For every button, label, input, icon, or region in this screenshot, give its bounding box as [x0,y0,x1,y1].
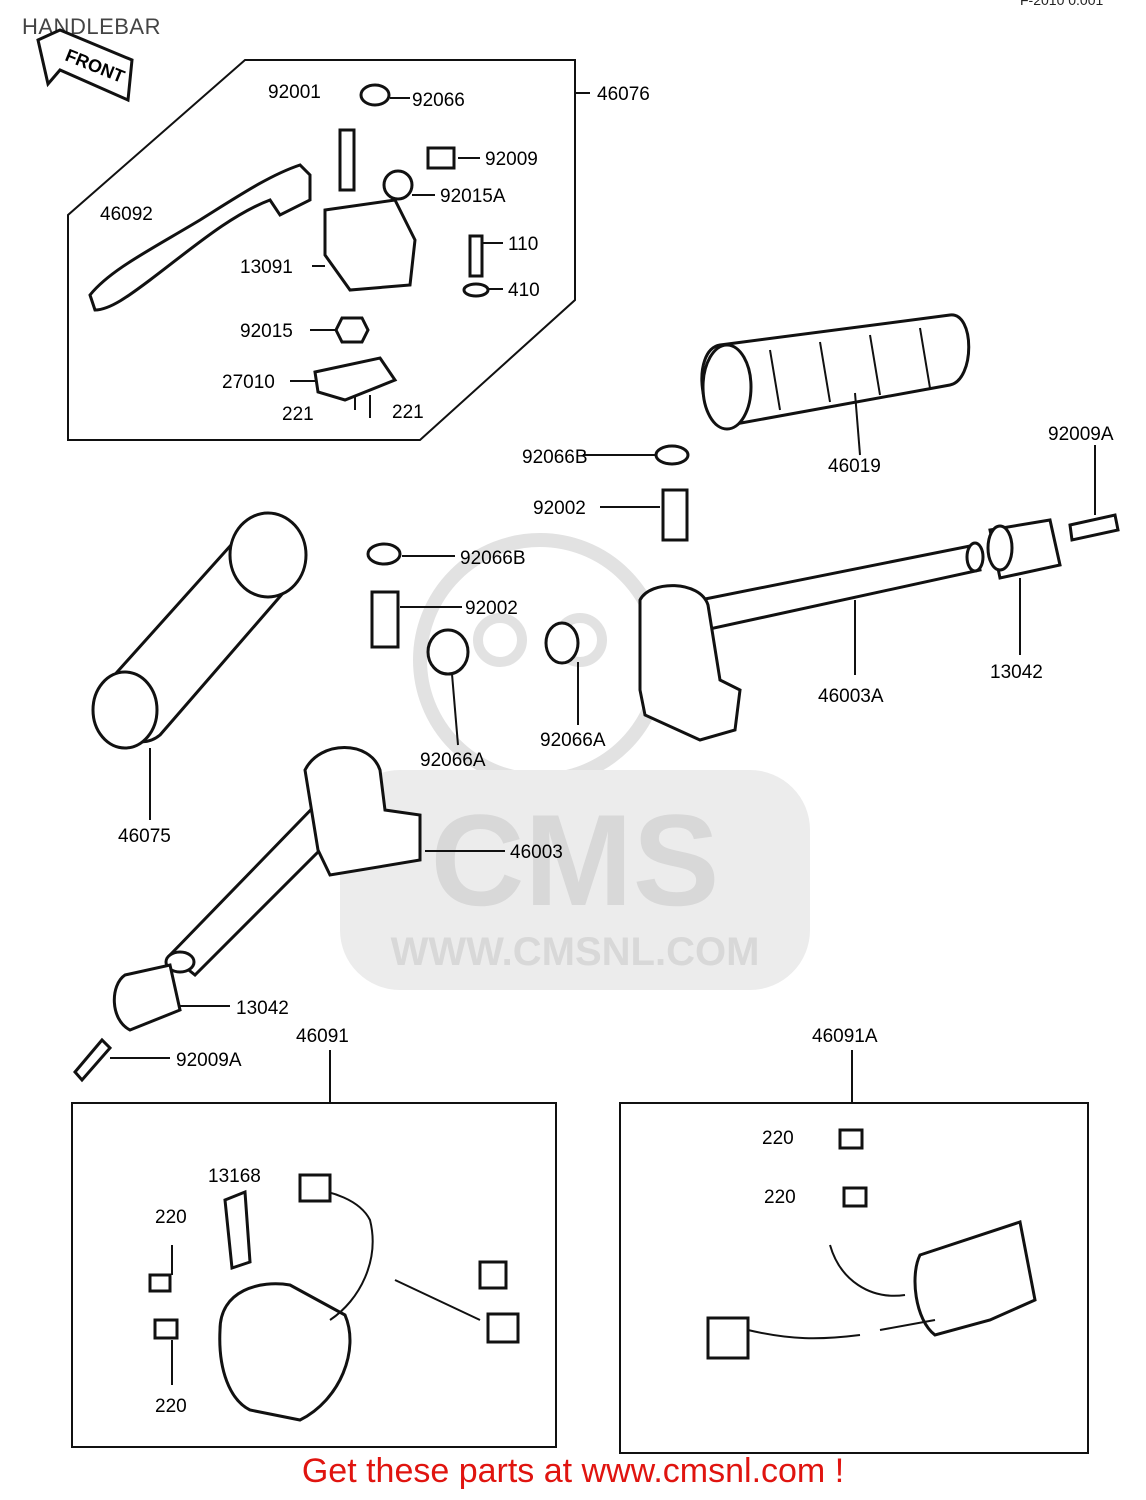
part-label-92002-top: 92002 [533,498,586,519]
screw-220-a [148,1273,172,1293]
screw-92009A-top [1068,513,1120,542]
part-label-46091A: 46091A [812,1026,878,1047]
left-switch-assembly-box [71,1102,557,1448]
left-grip [91,511,308,750]
part-label-46075: 46075 [118,826,171,847]
right-switch-housing [706,1220,1037,1360]
part-label-92009A-bottom: 92009A [176,1050,242,1071]
screw-220-d [842,1186,868,1208]
part-label-92066A-right: 92066A [540,730,606,751]
part-label-46019: 46019 [828,456,881,477]
part-label-27010: 27010 [222,372,275,393]
footer-link[interactable]: Get these parts at www.cmsnl.com ! [301,1452,845,1490]
part-label-92066A-left: 92066A [420,750,486,771]
right-handlebar [638,541,985,742]
watermark-brand: CMS [431,787,720,933]
part-label-220-b: 220 [155,1396,187,1417]
page-title: HANDLEBAR [22,14,161,39]
part-label-46091: 46091 [296,1026,349,1047]
bar-end-13042-left [112,963,182,1032]
part-label-92009A-top: 92009A [1048,424,1114,445]
clip-13168 [223,1189,252,1271]
screw-220-c [838,1128,864,1150]
cap-92066B-mid [366,542,402,566]
cap-92066A-right [544,621,580,665]
bolt-92002-top [661,488,689,542]
part-label-13168: 13168 [208,1166,261,1187]
left-switch-housing [218,1173,520,1422]
part-label-92066B-mid: 92066B [460,548,526,569]
clutch-lever [88,163,312,312]
screw-220-b [153,1318,179,1340]
leader-lines [110,92,1096,1059]
part-labels: 46076 92001 92066 92009 92015A 46092 110… [100,82,1114,1417]
washer-410 [462,282,490,298]
switch-27010 [313,356,398,402]
part-label-92001: 92001 [268,82,321,103]
bolt-110 [468,234,484,278]
watermark: CMS WWW.CMSNL.COM [340,533,810,990]
part-label-92015A: 92015A [440,186,506,207]
bolt-92002-mid [370,590,400,649]
watermark-url: WWW.CMSNL.COM [391,930,760,974]
nut-92015 [334,316,370,344]
part-label-92002-mid: 92002 [465,598,518,619]
cap-92066A-left [426,628,470,676]
right-grip [700,313,971,431]
part-label-220-a: 220 [155,1207,187,1228]
lever-holder [323,198,417,292]
part-label-13042-right: 13042 [990,662,1043,683]
part-label-92009: 92009 [485,149,538,170]
cap-92066B-top [654,444,690,466]
bolt-92001 [338,128,356,192]
spacer-92015A [382,169,414,201]
part-label-220-d: 220 [764,1187,796,1208]
part-label-46092: 46092 [100,204,153,225]
part-label-46003: 46003 [510,842,563,863]
part-label-110: 110 [508,234,538,255]
screw-92009 [426,146,456,170]
screw-92009A-bottom [73,1037,113,1083]
cap-92066 [359,83,391,107]
part-label-220-c: 220 [762,1128,794,1149]
right-switch-assembly-box [619,1102,1089,1454]
part-label-13042-left: 13042 [236,998,289,1019]
part-label-221-b: 221 [392,402,424,423]
lever-assembly-boundary [67,59,576,441]
part-label-92015: 92015 [240,321,293,342]
part-label-46076: 46076 [597,84,650,105]
part-label-46003A: 46003A [818,686,884,707]
left-handlebar [164,746,422,978]
part-label-410: 410 [508,280,540,301]
part-label-92066B-top: 92066B [522,447,588,468]
part-label-13091: 13091 [240,257,293,278]
part-label-221-a: 221 [282,404,314,425]
corner-code: F-2010 0.001 [1020,0,1104,8]
front-arrow: FRONT [36,28,134,103]
part-label-92066: 92066 [412,90,465,111]
